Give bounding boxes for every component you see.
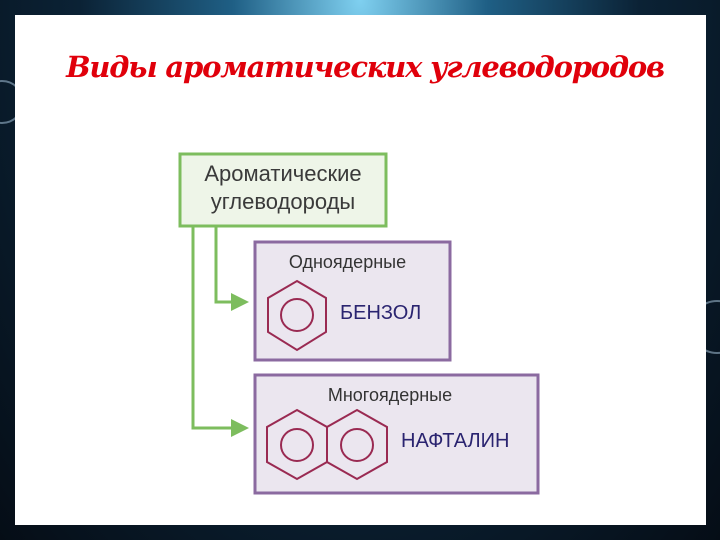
connector-arrow-polynuclear — [191, 227, 249, 437]
naphthalene-label: НАФТАЛИН — [401, 430, 510, 452]
benzene-ring-icon — [267, 279, 327, 352]
slide-title: Виды ароматических углеводородов — [66, 50, 665, 84]
polynuclear-box — [253, 373, 540, 495]
connector-arrow-mononuclear — [214, 227, 249, 311]
root-box — [178, 152, 388, 228]
benzene-label: БЕНЗОЛ — [340, 302, 422, 324]
polynuclear-label: Многоядерные — [327, 385, 453, 405]
root-label-line2: углеводороды — [210, 189, 356, 214]
mononuclear-label: Одноядерные — [288, 252, 407, 272]
naphthalene-ring-icon — [266, 408, 388, 481]
root-label: Ароматические углеводороды — [181, 160, 385, 216]
root-label-line1: Ароматические — [204, 161, 362, 186]
